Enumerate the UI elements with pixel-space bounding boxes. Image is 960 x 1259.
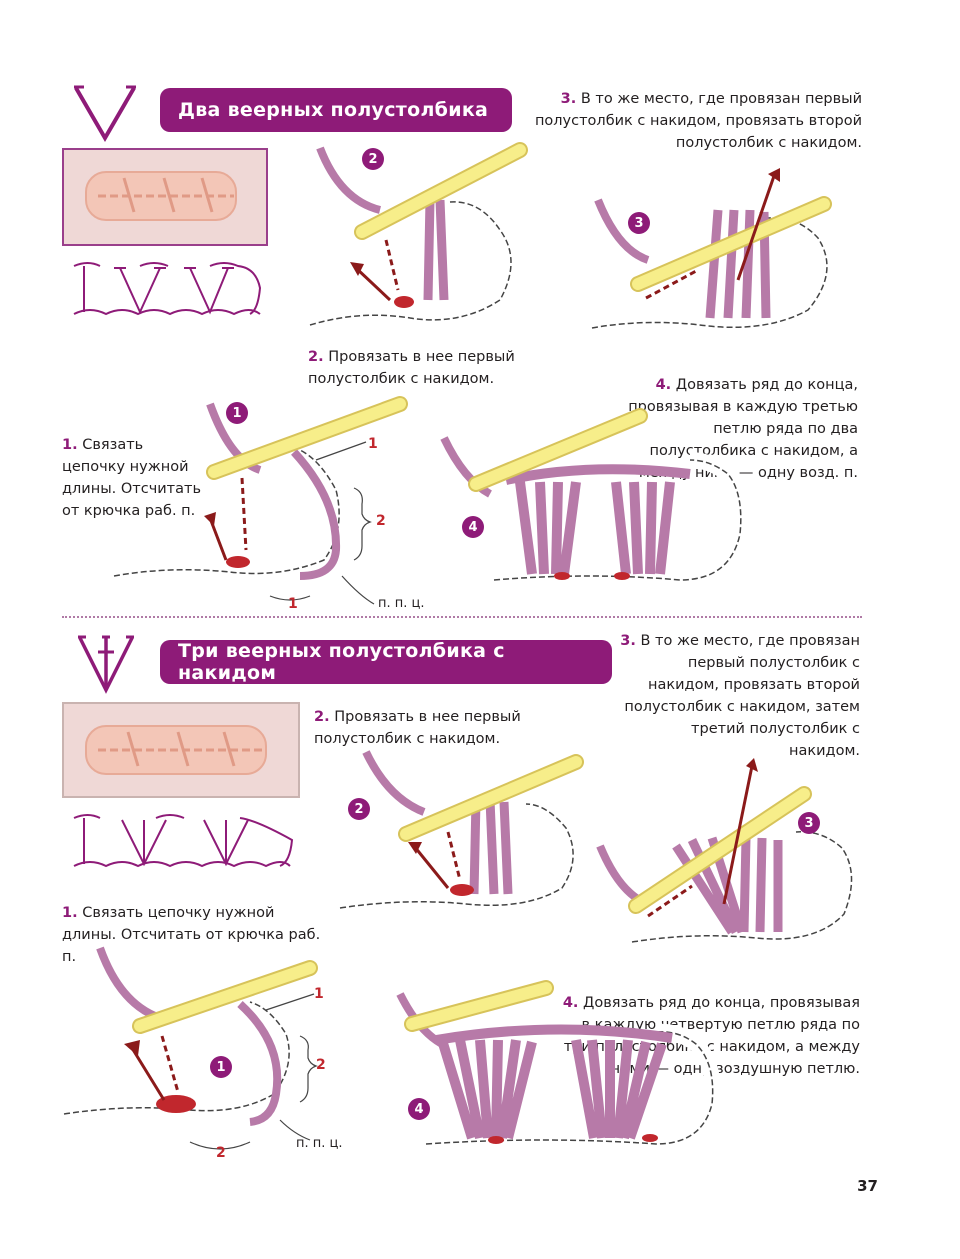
section1-title: Два веерных полустолбика	[160, 88, 512, 132]
mark-1a: 1	[368, 436, 378, 452]
step4b-badge: 4	[408, 1098, 430, 1120]
step3b-badge: 3	[798, 812, 820, 834]
chart-symbol-row-1	[73, 262, 262, 316]
sample-photo-1	[62, 148, 268, 246]
mark-2b-s2: 2	[216, 1145, 226, 1161]
step1-diagram	[112, 396, 408, 605]
step2b-badge: 2	[348, 798, 370, 820]
chart-symbol-row-2	[73, 814, 294, 868]
step3-diagram	[590, 168, 835, 336]
mark-1b: 1	[288, 596, 298, 612]
step2-diagram	[307, 142, 528, 333]
section2-step1-text: 1. Связать цепочку нужной длины. Отсчита…	[62, 905, 321, 965]
ppc-label-s2: п. п. ц.	[296, 1136, 343, 1151]
step3-badge: 3	[628, 212, 650, 234]
mark-2: 2	[376, 513, 386, 529]
mark-2a-s2: 2	[316, 1057, 326, 1073]
section2-step2-text: 2. Провязать в нее первый полустолбик с …	[314, 709, 521, 747]
symbol-triple-v-icon	[78, 635, 134, 694]
step1-badge: 1	[226, 402, 248, 424]
step4b-diagram	[396, 980, 721, 1153]
step2b-diagram	[338, 750, 584, 916]
section-divider	[62, 616, 862, 618]
section1-step4-text: 4. Довязать ряд до конца, провязывая в к…	[628, 377, 858, 481]
step1b-badge: 1	[210, 1056, 232, 1078]
section1-step3-text: 3. В то же место, где провязан первый по…	[534, 91, 862, 151]
page-number: 37	[857, 1177, 878, 1195]
step4-badge: 4	[462, 516, 484, 538]
section1-step1-text: 1. Связать цепочку нужной длины. Отсчита…	[62, 437, 202, 519]
step1b-diagram	[62, 946, 318, 1150]
ppc-label: п. п. ц.	[378, 596, 425, 611]
section2-step4-text: 4. Довязать ряд до конца, провязывая в к…	[562, 995, 860, 1077]
section2-title: Три веерных полустолбика с накидом	[160, 640, 612, 684]
section2-step3-text: 3. В то же место, где провязан первый по…	[620, 633, 860, 759]
section1-step2-text: 2. Провязать в нее первый полустолбик с …	[308, 349, 515, 387]
step3b-diagram	[596, 758, 860, 950]
mark-1-s2: 1	[314, 986, 324, 1002]
sample-photo-2	[62, 702, 300, 798]
symbol-v-icon	[74, 85, 136, 142]
step2-badge: 2	[362, 148, 384, 170]
step4-diagram	[440, 408, 749, 589]
